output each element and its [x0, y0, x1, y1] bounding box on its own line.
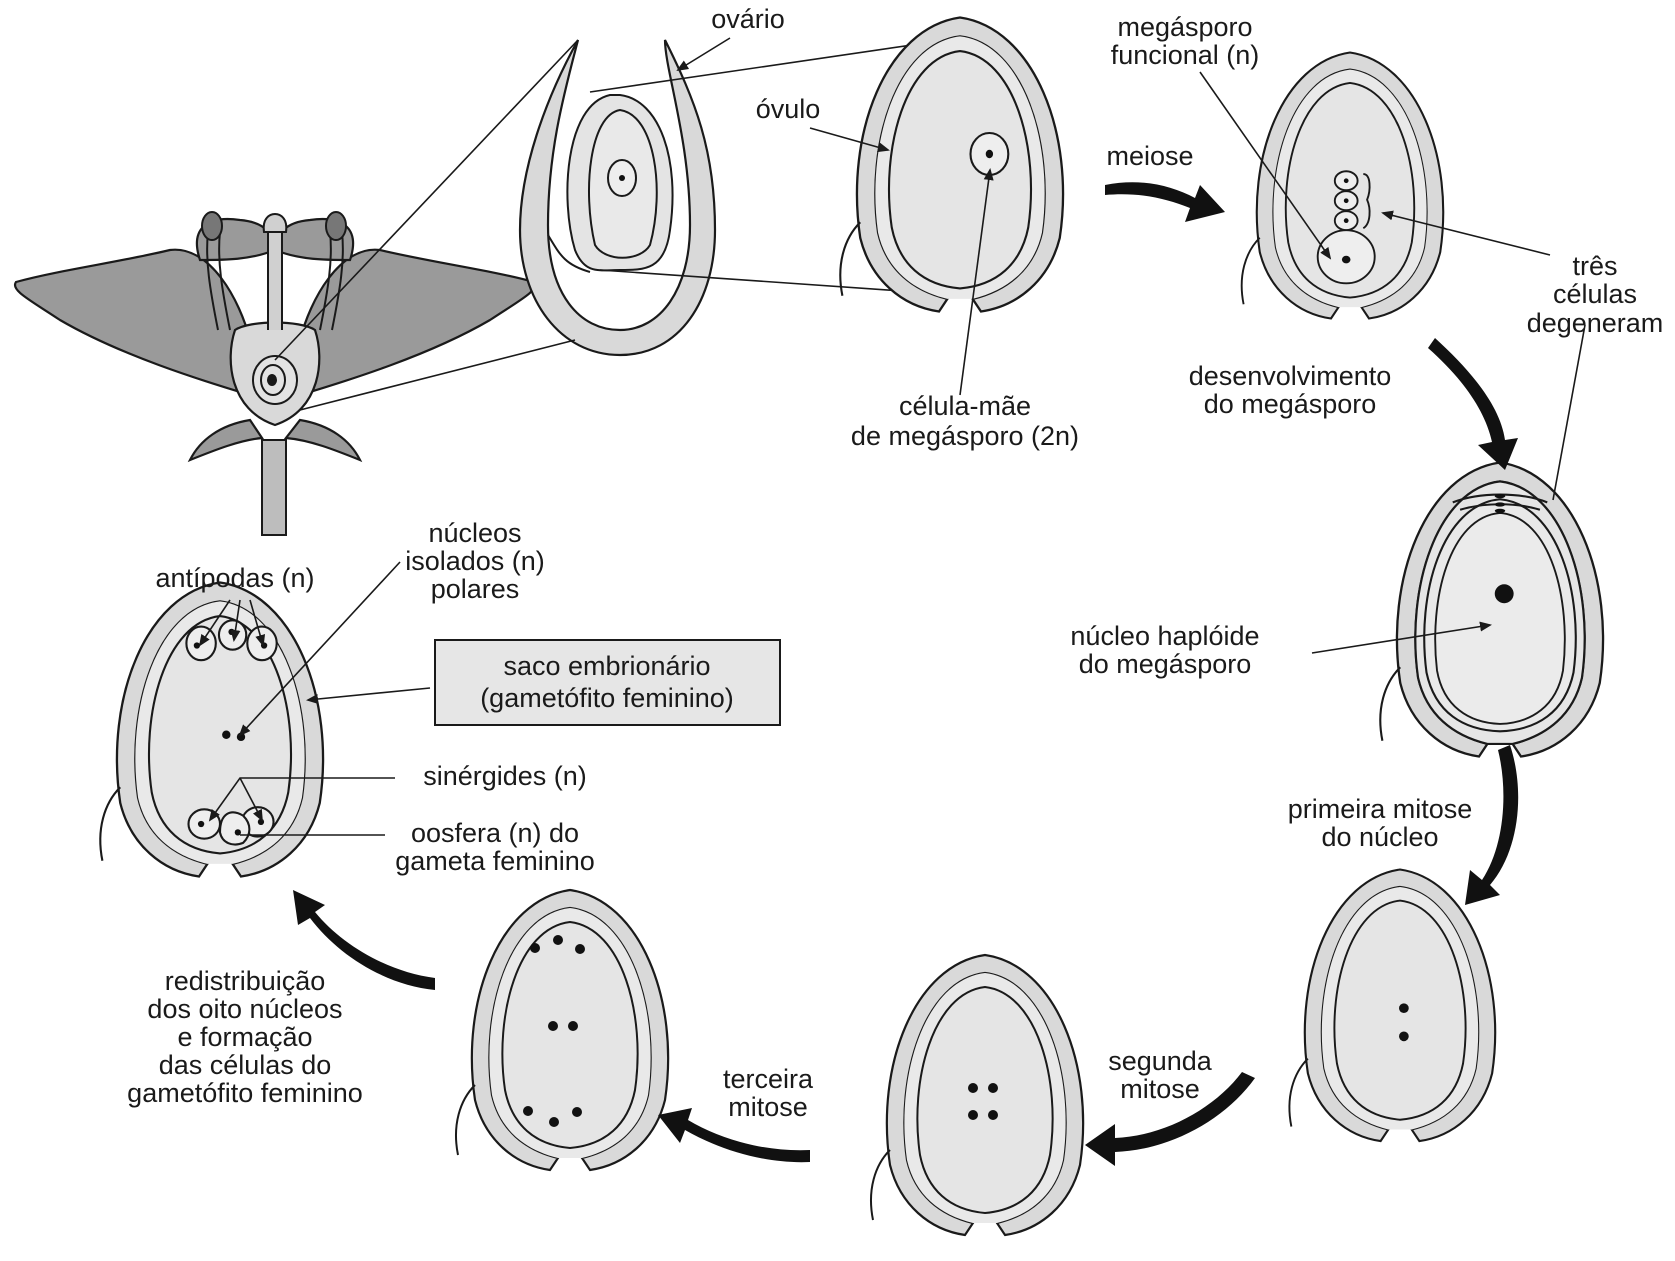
petal-right — [300, 250, 535, 395]
ovule-mother-cell — [840, 18, 1063, 312]
arrow-meiose — [1105, 182, 1225, 222]
label-desenvolvimento-2: do megásporo — [1204, 389, 1377, 419]
label-tres-celulas-2: células — [1553, 279, 1637, 309]
label-celula-mae-1: célula-mãe — [899, 391, 1031, 421]
label-saco-embrionario-2: (gametófito feminino) — [480, 683, 734, 713]
label-ovario: ovário — [711, 4, 785, 34]
label-meiose: meiose — [1106, 141, 1193, 171]
label-oosfera-2: gameta feminino — [395, 846, 595, 876]
ovule-second-mitosis — [871, 955, 1083, 1235]
label-redistribuicao-2: dos oito núcleos — [147, 994, 342, 1024]
label-antipodas: antípodas (n) — [155, 563, 314, 593]
petal-left — [15, 250, 250, 395]
label-oosfera-1: oosfera (n) do — [411, 818, 579, 848]
label-primeira-mitose-1: primeira mitose — [1288, 794, 1473, 824]
label-segunda-mitose-1: segunda — [1108, 1046, 1213, 1076]
ovule-third-mitosis — [456, 890, 668, 1170]
label-redistribuicao-1: redistribuição — [165, 966, 326, 996]
label-nucleo-haploide-1: núcleo haplóide — [1070, 621, 1259, 651]
arrow-primeira-mitose — [1465, 745, 1518, 905]
label-segunda-mitose-2: mitose — [1120, 1074, 1200, 1104]
label-sinergides: sinérgides (n) — [423, 761, 587, 791]
label-saco-embrionario-1: saco embrionário — [503, 651, 710, 681]
label-tres-celulas-1: três — [1572, 251, 1617, 281]
label-tres-celulas-3: degeneram — [1527, 308, 1664, 338]
label-megasporo-funcional-2: funcional (n) — [1111, 40, 1260, 70]
label-megasporo-funcional-1: megásporo — [1117, 12, 1252, 42]
ovule-developed-megaspore — [1380, 463, 1603, 757]
ovule-after-meiosis — [1242, 52, 1444, 318]
arrow-desenvolvimento — [1428, 338, 1518, 470]
label-celula-mae-2: de megásporo (2n) — [851, 421, 1079, 451]
label-nucleos-polares-3: polares — [431, 574, 520, 604]
label-terceira-mitose-2: mitose — [728, 1092, 808, 1122]
label-redistribuicao-3: e formação — [177, 1022, 312, 1052]
label-terceira-mitose-1: terceira — [723, 1064, 814, 1094]
label-nucleo-haploide-2: do megásporo — [1079, 649, 1252, 679]
label-ovulo: óvulo — [756, 94, 821, 124]
label-desenvolvimento-1: desenvolvimento — [1189, 361, 1392, 391]
label-nucleos-polares-2: isolados (n) — [405, 546, 545, 576]
label-nucleos-polares-1: núcleos — [428, 518, 521, 548]
label-redistribuicao-5: gametófito feminino — [127, 1078, 363, 1108]
label-redistribuicao-4: das células do — [159, 1050, 332, 1080]
label-primeira-mitose-2: do núcleo — [1321, 822, 1438, 852]
ovule-first-mitosis — [1289, 870, 1495, 1142]
flower-illustration — [15, 212, 535, 535]
